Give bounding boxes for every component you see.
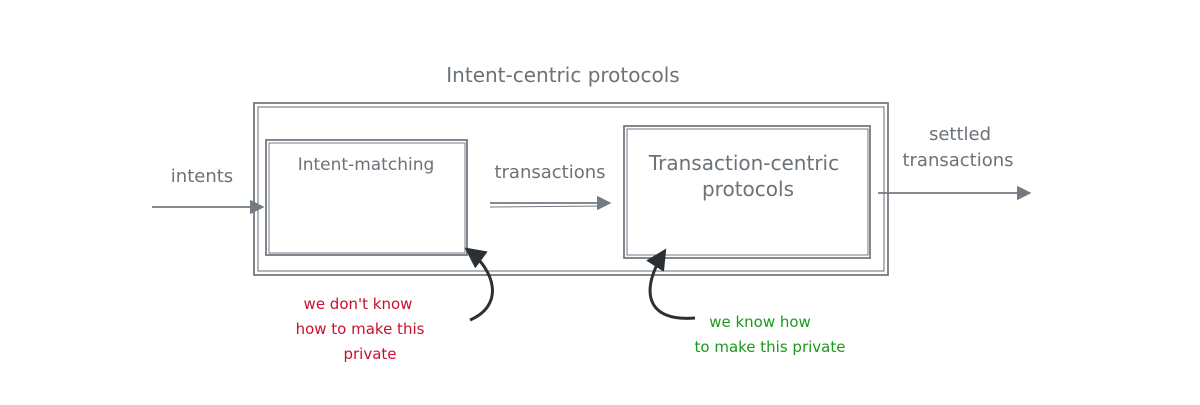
- settled-label-line2: transactions: [902, 150, 1013, 171]
- intent-matching-label: Intent-matching: [298, 155, 435, 175]
- left-note-line2: how to make this: [296, 320, 425, 338]
- right-note: we know how to make this private: [695, 313, 846, 356]
- intents-label: intents: [171, 166, 233, 187]
- outer-protocol-box: [253, 102, 889, 276]
- left-note-pointer-arrow: [464, 247, 494, 322]
- right-note-line2: to make this private: [695, 338, 846, 356]
- transactions-label: transactions: [494, 162, 605, 183]
- diagram-title: Intent-centric protocols: [446, 63, 679, 87]
- settled-label-line1: settled: [929, 124, 991, 145]
- transaction-centric-box: [623, 125, 871, 259]
- transactions-arrow: [489, 195, 612, 211]
- left-note-line3: private: [343, 345, 396, 363]
- left-note: we don't know how to make this private: [296, 295, 425, 363]
- intent-matching-box: [265, 139, 468, 256]
- left-note-line1: we don't know: [304, 295, 413, 313]
- transaction-centric-label-line2: protocols: [702, 177, 794, 201]
- transaction-centric-label-line1: Transaction-centric: [648, 151, 839, 175]
- right-note-pointer-arrow: [646, 248, 696, 320]
- right-note-line1: we know how: [709, 313, 811, 331]
